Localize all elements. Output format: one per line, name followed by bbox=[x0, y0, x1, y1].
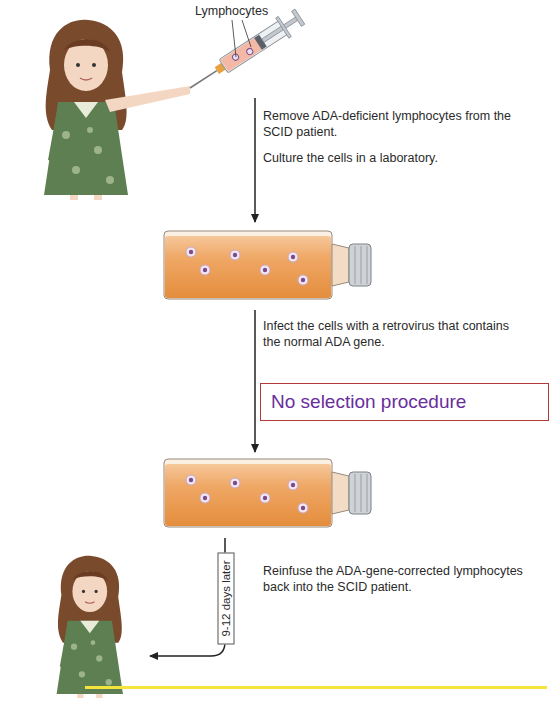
leader-line bbox=[242, 20, 251, 47]
patient-figure bbox=[57, 556, 123, 698]
step-text: Remove ADA-deficient lymphocytes from th… bbox=[263, 108, 538, 140]
step-arrow bbox=[254, 98, 256, 222]
culture-flask bbox=[164, 231, 371, 299]
step-text: Culture the cells in a laboratory. bbox=[263, 150, 538, 166]
return-arrow bbox=[150, 538, 225, 656]
step-text: Infect the cells with a retrovirus that … bbox=[263, 318, 528, 350]
syringe bbox=[183, 7, 306, 98]
time-label: 9-12 days later bbox=[218, 552, 235, 644]
leader-line bbox=[232, 20, 236, 57]
part-label: Lymphocytes bbox=[195, 3, 315, 19]
note-box: No selection procedure bbox=[260, 383, 549, 421]
patient-arm bbox=[105, 86, 190, 112]
note-text: No selection procedure bbox=[261, 384, 548, 420]
step-arrow bbox=[254, 310, 256, 452]
yellow-rule bbox=[85, 686, 547, 689]
culture-flask bbox=[164, 459, 371, 527]
step-text: Reinfuse the ADA-gene-corrected lymphocy… bbox=[263, 563, 538, 595]
